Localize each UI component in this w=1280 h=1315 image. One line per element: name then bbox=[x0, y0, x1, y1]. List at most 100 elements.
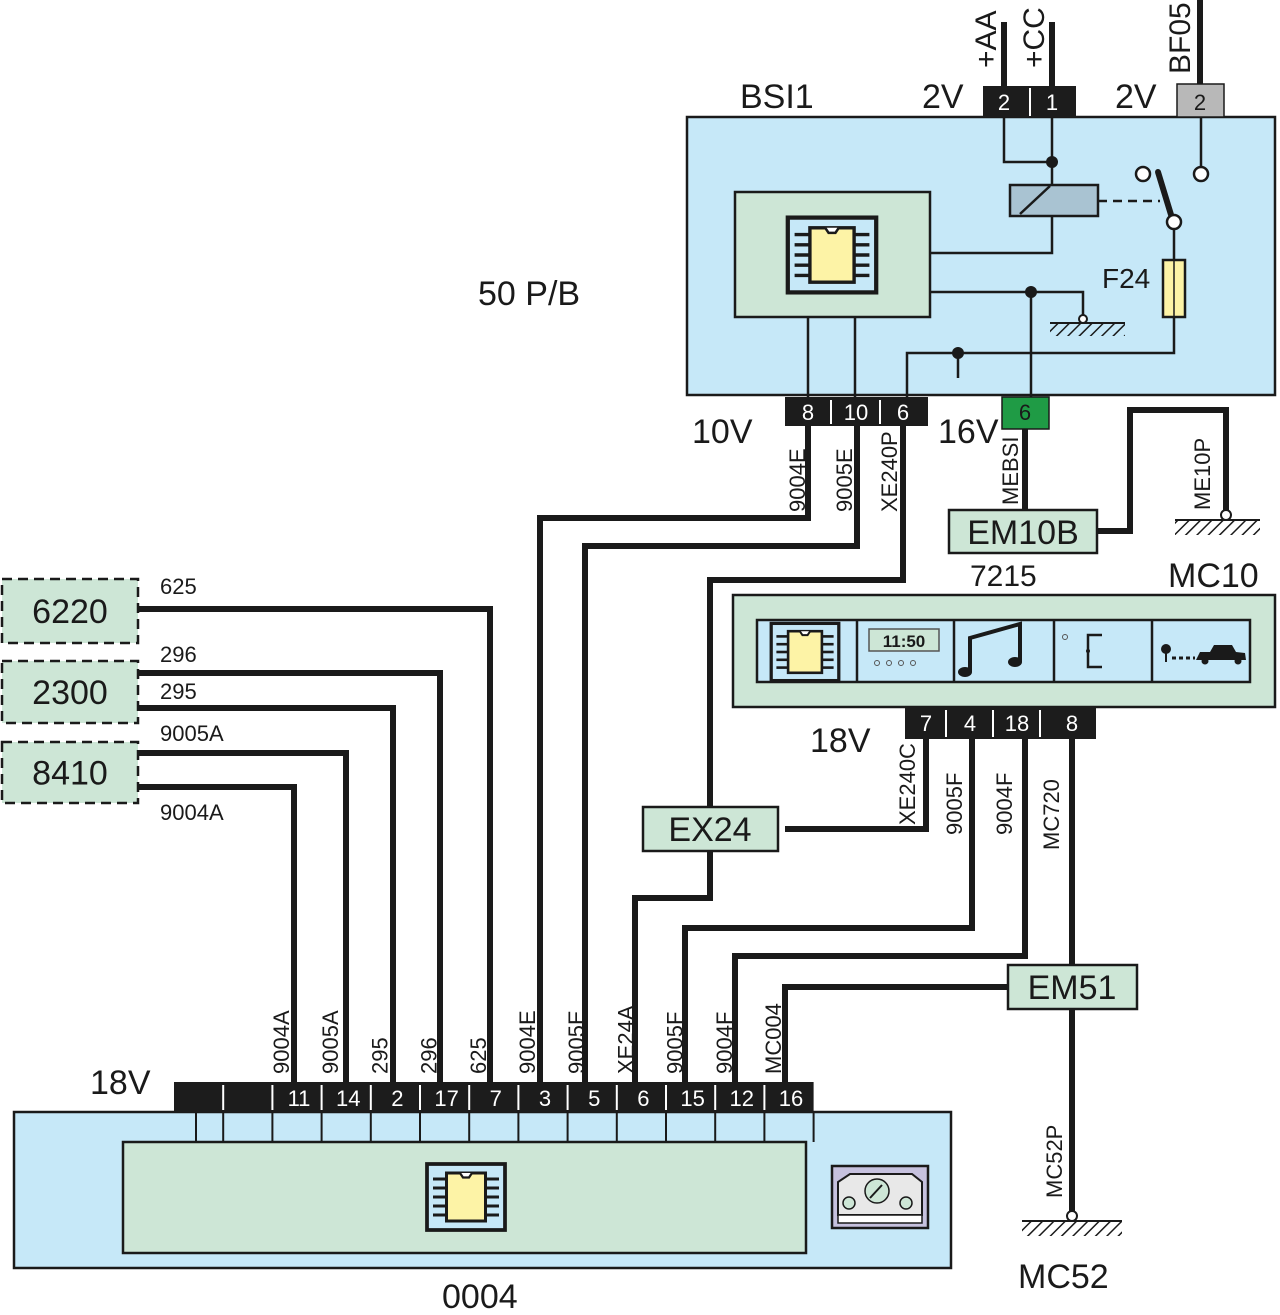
pin-label: 17 bbox=[434, 1086, 458, 1111]
wire-label: 9005E bbox=[832, 448, 857, 512]
wire-label: 9005E bbox=[564, 1010, 589, 1074]
wire-label: MC004 bbox=[761, 1003, 786, 1074]
chip-icon bbox=[425, 1162, 507, 1232]
wire-label: XE240P bbox=[877, 431, 902, 512]
wire-label: MC52P bbox=[1042, 1125, 1067, 1198]
wire-label: 295 bbox=[160, 679, 197, 704]
voltage-label: 18V bbox=[90, 1064, 151, 1102]
chip-icon bbox=[788, 218, 876, 293]
wires bbox=[138, 426, 1075, 1212]
cluster-ecu-block bbox=[121, 1140, 808, 1255]
pin-label: 18 bbox=[1005, 711, 1029, 736]
voltage-label: 2V bbox=[1115, 78, 1157, 116]
wire-label: MC720 bbox=[1039, 779, 1064, 850]
wire-label: 9004A bbox=[269, 1010, 294, 1074]
em51-ground-point: EM51 MC52P MC52 bbox=[1006, 963, 1139, 1296]
pin-label: 14 bbox=[336, 1086, 360, 1111]
wire-label: XE24A bbox=[613, 1005, 638, 1074]
pin-label: 1 bbox=[1046, 90, 1058, 115]
bsi-name: BSI1 bbox=[740, 78, 814, 116]
bsi-bottom-connector: 8 10 6 10V 9004E 9005E XE240P bbox=[692, 397, 928, 512]
wire-label: 9004A bbox=[160, 800, 224, 825]
chip-icon bbox=[769, 621, 841, 683]
pin-label: 10 bbox=[844, 400, 868, 425]
gauge-icon bbox=[830, 1164, 930, 1230]
pin-label: 6 bbox=[897, 400, 909, 425]
bsi-top-connector: 2 1 2V +AA +CC bbox=[922, 7, 1076, 117]
wire-label: 625 bbox=[160, 574, 197, 599]
ex24-name: EX24 bbox=[668, 811, 751, 849]
pin-label: 7 bbox=[490, 1086, 502, 1111]
radio-module: 7215 11:50 bbox=[731, 560, 1277, 850]
wire-label: +AA bbox=[970, 10, 1003, 68]
option-modules: 6220 2300 8410 bbox=[0, 577, 140, 805]
em10b-name: EM10B bbox=[967, 514, 1079, 552]
option-wire-labels: 625 296 295 9005A 9004A bbox=[160, 574, 224, 825]
em51-name: EM51 bbox=[1028, 969, 1117, 1007]
voltage-label: 2V bbox=[922, 78, 964, 116]
voltage-label: 18V bbox=[810, 722, 871, 760]
pin-label: 2 bbox=[998, 90, 1010, 115]
wire-label: 9004E bbox=[515, 1010, 540, 1074]
option-module-8410: 8410 bbox=[0, 740, 140, 805]
ground-icon bbox=[1175, 521, 1260, 535]
pin-label: 6 bbox=[637, 1086, 649, 1111]
fuse-label: F24 bbox=[1102, 263, 1150, 294]
pin-label: 2 bbox=[391, 1086, 403, 1111]
ex24-junction: EX24 bbox=[641, 805, 780, 853]
wire-label: MEBSI bbox=[998, 437, 1023, 505]
wire-label: XE240C bbox=[895, 743, 920, 825]
pin-label: 15 bbox=[680, 1086, 704, 1111]
pin-label: 4 bbox=[964, 711, 976, 736]
wire-label: 296 bbox=[417, 1037, 442, 1074]
option-module-6220: 6220 bbox=[0, 577, 140, 645]
cluster-module: 0004 18V 11 9004A 14 9005A 2 295 17 296 7 625 3 900… bbox=[12, 1003, 953, 1315]
wire-label: 9004F bbox=[712, 1012, 737, 1074]
wire-label: ME10P bbox=[1190, 438, 1215, 510]
clock-icon: 11:50 bbox=[868, 628, 940, 666]
pin-label: 8 bbox=[1066, 711, 1078, 736]
voltage-label: 16V bbox=[938, 413, 999, 451]
em10b-ground-point: EM10B ME10P MC10 bbox=[947, 407, 1260, 595]
option-module-2300: 2300 bbox=[0, 659, 140, 725]
pin-label: 8 bbox=[802, 400, 814, 425]
wire-label: 9004F bbox=[992, 773, 1017, 835]
pin-label: 6 bbox=[1019, 400, 1031, 425]
option-module-name: 6220 bbox=[32, 593, 108, 631]
option-module-name: 8410 bbox=[32, 755, 108, 793]
mc52-label: MC52 bbox=[1018, 1258, 1109, 1296]
wire-label: 9005F bbox=[663, 1012, 688, 1074]
cluster-connector: 11 9004A 14 9005A 2 295 17 296 7 625 3 9004E 5 9005E 6… bbox=[174, 1003, 815, 1142]
antenna-icon bbox=[1062, 633, 1102, 669]
wire-label: 296 bbox=[160, 642, 197, 667]
wire-label: 9005A bbox=[318, 1010, 343, 1074]
wire-label: +CC bbox=[1018, 7, 1051, 68]
ground-icon bbox=[1022, 1222, 1122, 1236]
bsi-module: BSI1 50 P/B 2 1 2V +AA +CC 2 2V BF05 bbox=[478, 0, 1277, 512]
wire-label: 9005F bbox=[942, 773, 967, 835]
bsi-ground-connector: 6 16V MEBSI bbox=[938, 396, 1050, 510]
wire-label: 295 bbox=[367, 1037, 392, 1074]
wire-label: BF05 bbox=[1164, 2, 1197, 74]
voltage-label: 10V bbox=[692, 413, 753, 451]
car-distance-icon bbox=[1161, 644, 1246, 665]
radio-connector: 7 4 18 8 18V XE240C 9005F 9004F MC720 bbox=[810, 707, 1096, 850]
clock-display: 11:50 bbox=[883, 632, 926, 651]
cluster-name: 0004 bbox=[442, 1278, 518, 1315]
ground-icon bbox=[1050, 324, 1125, 336]
pin-label: 16 bbox=[779, 1086, 803, 1111]
pin-label: 11 bbox=[288, 1086, 311, 1111]
bsi-location: 50 P/B bbox=[478, 275, 580, 313]
radio-name: 7215 bbox=[970, 560, 1037, 593]
option-module-name: 2300 bbox=[32, 674, 108, 712]
relay-switch-icon bbox=[1134, 117, 1210, 231]
wire-label: 625 bbox=[466, 1037, 491, 1074]
wire-label: 9005A bbox=[160, 721, 224, 746]
music-note-icon bbox=[958, 621, 1022, 677]
pin-label: 3 bbox=[539, 1086, 551, 1111]
pin-label: 2 bbox=[1194, 90, 1206, 115]
mc10-label: MC10 bbox=[1168, 557, 1259, 595]
bsi-internal-wiring: F24 bbox=[806, 117, 1210, 398]
pin-label: 5 bbox=[588, 1086, 600, 1111]
